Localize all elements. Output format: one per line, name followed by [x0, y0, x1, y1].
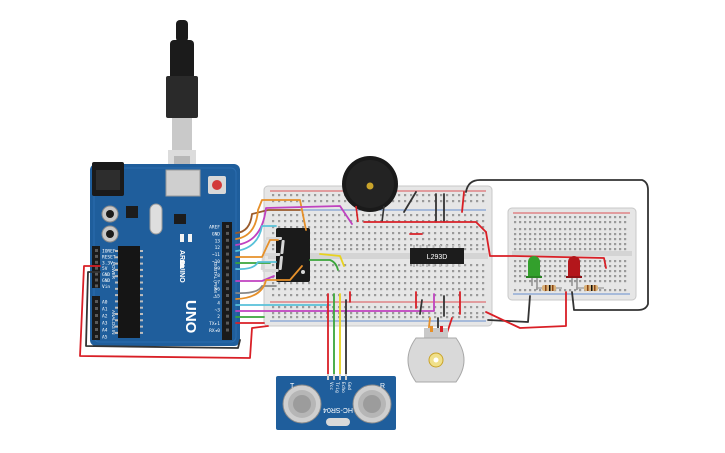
arduino-pin-label: 3.3V	[102, 260, 113, 266]
arduino-pin-label: AREF	[209, 225, 220, 231]
arduino-pin-label: A0	[102, 300, 108, 306]
arduino-pin-label: RESET	[102, 254, 116, 260]
led-icon[interactable]	[566, 256, 582, 290]
dc-motor-icon[interactable]	[407, 326, 465, 383]
analog-header	[92, 296, 100, 340]
sensor-pin-label: Echo	[340, 382, 346, 393]
arduino-pin-label: A3	[102, 321, 108, 327]
arduino-pin-label: A1	[102, 307, 108, 313]
sensor-pin-label: Gnd	[346, 382, 352, 390]
arduino-pin-label: A5	[102, 335, 108, 341]
sensor-pin-label: Vcc	[328, 382, 334, 390]
l293d-chip[interactable]: L293D	[410, 245, 464, 267]
digital-header-label: DIGITAL (PWM ~)	[213, 262, 218, 299]
arduino-pin-label: ~11	[212, 252, 220, 258]
arduino-pin-label: ~5	[215, 294, 221, 300]
arduino-pin-label: IOREF	[102, 249, 116, 255]
arduino-pin-label: 4	[217, 300, 220, 306]
arduino-pin-label: 2	[217, 314, 220, 320]
sensor-pin-label: Trig	[334, 382, 340, 393]
arduino-pin-label: 13	[215, 238, 221, 244]
atmega-chip	[118, 246, 140, 338]
power-header-label: POWER	[111, 262, 116, 280]
arduino-pin-label: GND	[212, 231, 220, 237]
sensor-right-mark: R	[380, 383, 385, 390]
ic-label: L293D	[427, 254, 448, 261]
arduino-pin-label: ~9	[215, 266, 221, 272]
led-breadboard	[507, 207, 637, 301]
arduino-pin-label: 7	[217, 280, 220, 286]
arduino-pin-label: GND	[102, 272, 110, 278]
arduino-pin-label: 5V	[102, 266, 108, 272]
arduino-pin-label: RX◂0	[209, 328, 220, 334]
arduino-pin-label: A4	[102, 328, 108, 334]
usb-socket	[165, 169, 201, 197]
arduino-pin-label: GND	[102, 278, 110, 284]
resistor-icon[interactable]	[576, 285, 604, 291]
led-breadboard-holes	[514, 216, 627, 292]
piezo-buzzer-icon[interactable]	[342, 156, 398, 223]
arduino-pin-label: TX▸1	[209, 321, 220, 327]
analog-header-label: ANALOG IN	[111, 310, 116, 335]
arduino-pin-label: ~3	[215, 307, 221, 313]
resistor-icon[interactable]	[536, 285, 562, 291]
arduino-pin-label: ~6	[215, 287, 221, 293]
arduino-brand: ARDUINO	[178, 250, 185, 283]
sensor-model: HC-SR04	[323, 406, 353, 413]
arduino-pin-label: A2	[102, 314, 108, 320]
arduino-pin-label: 12	[215, 245, 221, 251]
arduino-pin-label: Vin	[102, 284, 110, 290]
arduino-model: UNO	[182, 300, 199, 334]
sensor-left-mark: T	[290, 383, 295, 390]
arduino-pin-label: 8	[217, 273, 220, 279]
arduino-pin-label: ~10	[212, 259, 220, 265]
